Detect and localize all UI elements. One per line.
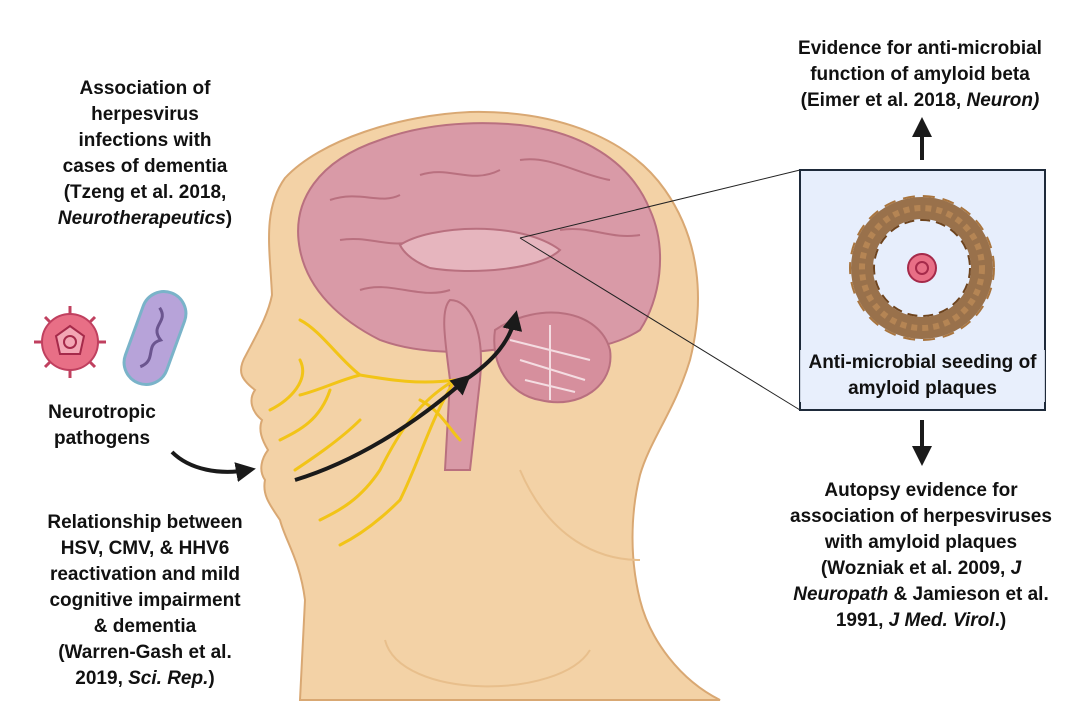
callout-line-bottom [519, 237, 801, 411]
pathogen-arrow [170, 450, 256, 482]
cranial-nerves [268, 318, 462, 547]
pathway-arrow-nasal [294, 374, 471, 482]
bacterium-icon [122, 290, 188, 386]
virus-icon [34, 306, 106, 378]
label-antimicrobial-function: Evidence for anti-microbial function of … [798, 38, 1042, 111]
label-herpes-dementia: Association of herpesvirus infections wi… [57, 78, 233, 229]
label-antimicrobial-seeding: Anti-microbial seeding of amyloid plaque… [800, 350, 1045, 402]
pathway-arrow-brain [463, 310, 523, 382]
amyloid-plaque-icon [849, 195, 995, 341]
label-hsv-relationship: Relationship between HSV, CMV, & HHV6 re… [47, 512, 243, 689]
label-neurotropic-pathogens: Neurotropic pathogens [48, 402, 156, 449]
label-autopsy-evidence: Autopsy evidence for association of herp… [790, 480, 1052, 631]
brain-illustration [297, 122, 661, 471]
callout-line-top [519, 169, 801, 239]
